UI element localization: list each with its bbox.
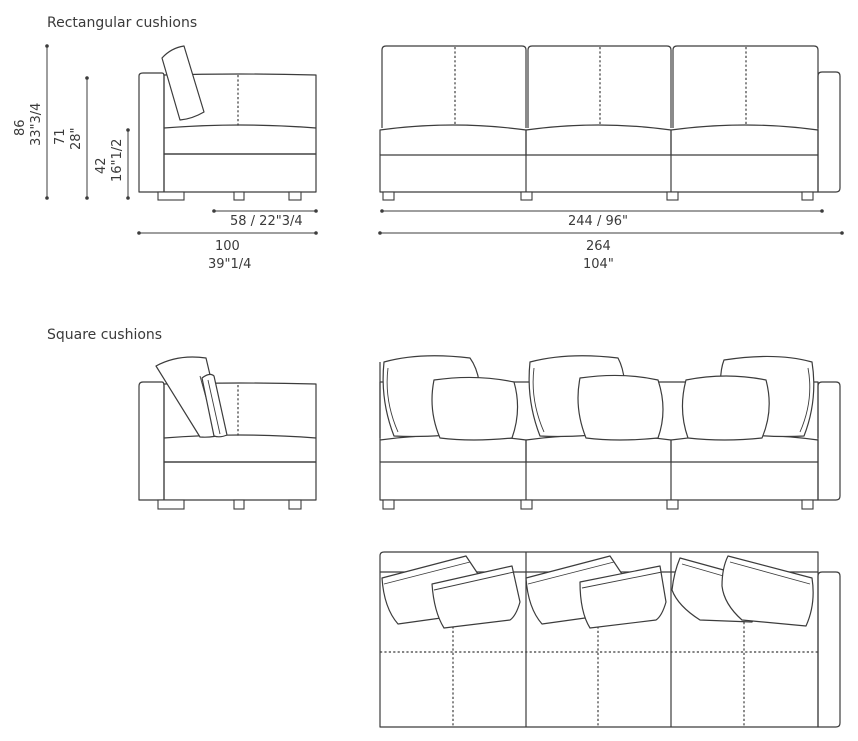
square-front-view [379,355,841,510]
depth-cm-label: 100 [215,239,240,254]
rect-side-view [138,45,317,201]
height-seat-cm-label: 42 [94,157,109,174]
height-total-in-label: 33"3/4 [29,102,44,146]
square-side-view [138,356,317,510]
height-seat-in-label: 16"1/2 [110,138,125,182]
dimension-lines [45,44,844,235]
width-cm-label: 264 [586,239,611,254]
height-total-cm-label: 86 [13,119,28,136]
height-back-in-label: 28" [69,127,84,150]
seat-depth-label: 58 / 22"3/4 [230,214,303,229]
heading-rectangular-cushions: Rectangular cushions [47,15,198,31]
width-in-label: 104" [583,257,614,272]
height-back-cm-label: 71 [53,128,68,145]
square-top-view [379,551,841,728]
depth-in-label: 39"1/4 [208,257,252,272]
rect-front-view [379,45,841,201]
heading-square-cushions: Square cushions [47,327,163,343]
seat-width-label: 244 / 96" [568,214,628,229]
